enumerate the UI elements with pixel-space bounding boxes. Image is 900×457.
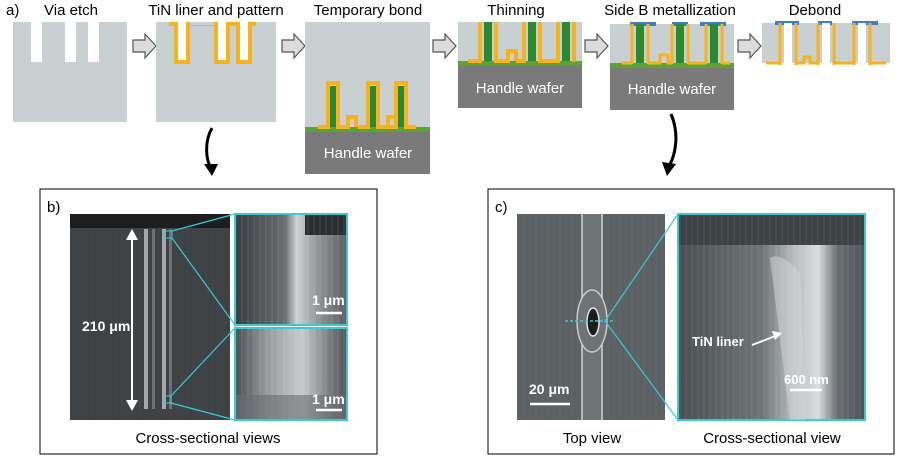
handle-wafer-label-bond: Handle wafer [324,145,412,162]
step-tin-liner-diagram [156,22,276,122]
pointer-arrows [204,113,678,176]
scale-label-c-left: 20 μm [529,381,569,397]
panel-a-label: a) [6,2,20,19]
panel-c-label: c) [495,199,508,216]
scale-label-b-bottom: 1 μm [312,391,345,407]
depth-label: 210 μm [82,318,130,334]
panel-b-label: b) [47,199,61,216]
panel-b-caption: Cross-sectional views [135,430,281,447]
step-title-debond: Debond [788,2,842,19]
panel-c-sem-cross-section [677,213,866,421]
step-title-via-etch: Via etch [44,2,98,19]
step-title-thinning: Thinning [487,2,545,19]
process-arrows [132,32,762,60]
panel-c-callout-lines [604,213,679,421]
handle-wafer-label-thinning: Handle wafer [476,80,564,97]
panel-b-sem-main [70,214,230,420]
scale-label-b-top: 1 μm [312,292,345,308]
step-title-side-b-metallization: Side B metallization [604,2,736,19]
step-thinning-diagram [458,22,582,108]
panel-c-caption-cross-section: Cross-sectional view [703,430,841,447]
step-title-temporary-bond: Temporary bond [313,2,423,19]
step-temporary-bond-diagram [305,22,430,174]
scale-label-c-right: 600 nm [784,372,829,387]
panel-b-callout-lines [170,213,236,421]
tin-liner-label: TiN liner [692,334,744,349]
panel-b-sem-zoom-top [234,213,348,326]
step-debond-diagram [762,21,890,65]
panel-c-caption-top-view: Top view [562,430,622,447]
step-via-etch-diagram [13,22,127,122]
step-title-tin-liner: TiN liner and pattern [148,2,284,19]
panel-c-sem-top-view [517,214,665,420]
handle-wafer-label-metallization: Handle wafer [628,81,716,98]
panel-b-sem-zoom-bottom [234,327,348,421]
step-side-b-metallization-diagram [610,22,734,110]
